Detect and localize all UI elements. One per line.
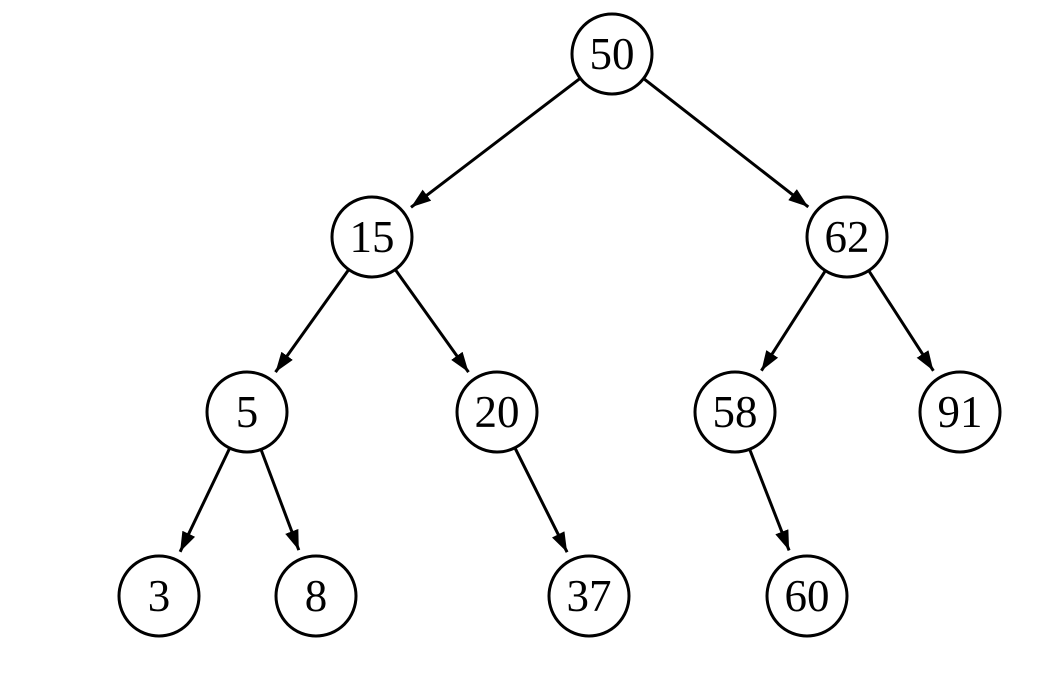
node-circle (693, 370, 777, 454)
node-label: 91 (938, 387, 983, 437)
edge-5-8 (259, 448, 301, 551)
node-circle (918, 370, 1002, 454)
node-label: 15 (350, 212, 395, 262)
node-circle (205, 370, 289, 454)
node-circle (455, 370, 539, 454)
edge-20-37 (513, 447, 569, 553)
tree-node-50: 50 (570, 12, 654, 96)
node-label: 5 (236, 387, 259, 437)
edge-50-15 (410, 77, 582, 209)
tree-node-62: 62 (805, 195, 889, 279)
edge-15-20 (393, 268, 470, 373)
node-label: 50 (590, 29, 635, 79)
tree-node-5: 5 (205, 370, 289, 454)
edge-50-62 (642, 77, 810, 209)
node-label: 37 (567, 571, 612, 621)
node-circle (805, 195, 889, 279)
tree-node-60: 60 (765, 554, 849, 638)
node-label: 20 (475, 387, 520, 437)
node-label: 8 (305, 571, 328, 621)
node-circle (547, 554, 631, 638)
tree-node-58: 58 (693, 370, 777, 454)
edge-58-60 (748, 448, 791, 551)
node-circle (765, 554, 849, 638)
node-circle (117, 554, 201, 638)
tree-node-37: 37 (547, 554, 631, 638)
node-circle (570, 12, 654, 96)
node-circle (274, 554, 358, 638)
edge-62-91 (867, 269, 935, 372)
edge-15-5 (274, 268, 351, 373)
tree-node-15: 15 (330, 195, 414, 279)
node-label: 58 (713, 387, 758, 437)
tree-node-91: 91 (918, 370, 1002, 454)
node-label: 60 (785, 571, 830, 621)
node-label: 62 (825, 212, 870, 262)
edge-5-3 (178, 447, 232, 553)
tree-node-8: 8 (274, 554, 358, 638)
node-label: 3 (148, 571, 171, 621)
edge-62-58 (760, 269, 827, 372)
tree-node-3: 3 (117, 554, 201, 638)
tree-node-20: 20 (455, 370, 539, 454)
node-circle (330, 195, 414, 279)
